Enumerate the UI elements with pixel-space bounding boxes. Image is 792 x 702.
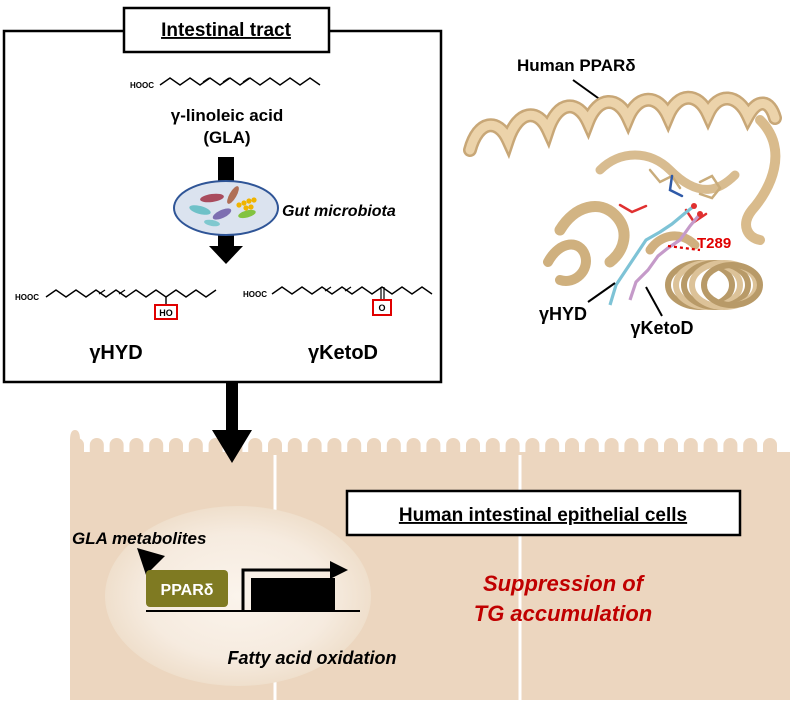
microvillus bbox=[644, 438, 659, 464]
receptor-label: PPARδ bbox=[161, 582, 214, 599]
gla-metabolites-label: GLA metabolites bbox=[72, 529, 206, 548]
microvillus bbox=[624, 438, 639, 464]
top-helix bbox=[463, 90, 782, 160]
microvillus bbox=[485, 438, 500, 464]
ketod-functional-group: O bbox=[378, 303, 385, 313]
microvillus bbox=[763, 438, 777, 464]
microvillus bbox=[743, 438, 758, 464]
microvillus bbox=[129, 438, 144, 464]
microvillus bbox=[565, 438, 579, 464]
ppar-delta-structure: Human PPARδ bbox=[463, 56, 782, 338]
microvilli bbox=[70, 438, 777, 464]
ppar-delta-receptor bbox=[146, 570, 228, 607]
gut-microbiota-cell bbox=[173, 180, 279, 236]
microvillus bbox=[248, 438, 263, 464]
protein-label: Human PPARδ bbox=[517, 56, 636, 75]
hyd-chain bbox=[45, 289, 217, 298]
microvillus bbox=[327, 438, 342, 464]
metabolite-arrowhead bbox=[137, 548, 165, 575]
ketod-acid-group: HOOC bbox=[243, 290, 267, 299]
hyd-ligand-label: γHYD bbox=[539, 304, 587, 324]
residue-label: T289 bbox=[697, 235, 731, 252]
bacteria-icons bbox=[189, 186, 257, 227]
target-gene-block bbox=[251, 578, 335, 611]
microvillus bbox=[89, 438, 104, 464]
microvillus bbox=[604, 438, 619, 464]
front-helix bbox=[665, 260, 763, 310]
transcription-arrowhead bbox=[330, 561, 348, 579]
process-label: Fatty acid oxidation bbox=[227, 648, 396, 668]
intestinal-tract-panel: Intestinal tract HOOC γ-linoleic acid (G… bbox=[2, 6, 443, 384]
gla-chain bbox=[159, 77, 321, 86]
microvillus bbox=[208, 438, 223, 464]
microvillus bbox=[347, 438, 362, 464]
microvillus bbox=[446, 438, 461, 464]
microvillus bbox=[545, 438, 560, 464]
outcome-line-1: Suppression of bbox=[483, 571, 646, 596]
ketod-keto-highlight bbox=[372, 299, 392, 316]
epithelium-title: Human intestinal epithelial cells bbox=[399, 505, 687, 526]
microvillus bbox=[683, 438, 698, 464]
gla-acid-group: HOOC bbox=[130, 81, 154, 90]
ketod-chain bbox=[271, 286, 433, 295]
hydrogen-bond bbox=[667, 244, 701, 252]
hyd-hydroxyl-highlight bbox=[154, 304, 178, 320]
flow-down-arrow bbox=[212, 354, 252, 463]
microvillus bbox=[287, 438, 302, 464]
conversion-arrowhead bbox=[209, 246, 243, 264]
microvillus bbox=[109, 438, 124, 464]
microvillus bbox=[386, 438, 401, 464]
gut-microbiota-label: Gut microbiota bbox=[282, 203, 396, 220]
microvillus bbox=[307, 438, 322, 464]
epithelium-panel: Human intestinal epithelial cells GLA me… bbox=[70, 430, 790, 700]
microvillus bbox=[149, 438, 164, 464]
ketod-ligand-pointer bbox=[645, 286, 663, 317]
intestinal-tract-title-box bbox=[122, 6, 331, 54]
hyd-ligand bbox=[608, 204, 695, 306]
microvillus bbox=[723, 438, 738, 464]
transcription-arrow bbox=[241, 568, 332, 611]
intestinal-tract-title: Intestinal tract bbox=[161, 20, 292, 41]
ketod-ligand-label: γKetoD bbox=[630, 318, 693, 338]
microvillus bbox=[664, 438, 678, 464]
nucleus-region bbox=[105, 506, 371, 686]
gla-name: γ-linoleic acid bbox=[171, 106, 283, 125]
microvillus bbox=[525, 438, 540, 464]
microvillus bbox=[367, 438, 381, 464]
residue-sticks bbox=[618, 168, 722, 224]
microvillus bbox=[268, 438, 282, 464]
hyd-ligand-pointer bbox=[587, 282, 616, 303]
microvillus bbox=[70, 438, 84, 464]
microvillus bbox=[505, 438, 520, 464]
hyd-name: γHYD bbox=[89, 342, 142, 364]
ketod-name: γKetoD bbox=[308, 342, 378, 364]
microvillus bbox=[703, 438, 718, 464]
gla-abbr: (GLA) bbox=[203, 128, 250, 147]
hyd-acid-group: HOOC bbox=[15, 293, 39, 302]
microvillus bbox=[406, 438, 421, 464]
microvillus bbox=[466, 438, 480, 464]
ketod-ligand bbox=[628, 212, 702, 301]
hyd-functional-group: HO bbox=[159, 308, 173, 318]
microvillus bbox=[426, 438, 441, 464]
microvillus bbox=[169, 438, 183, 464]
outcome-line-2: TG accumulation bbox=[474, 601, 652, 626]
microvillus bbox=[188, 438, 203, 464]
microvillus bbox=[584, 438, 599, 464]
epithelium-title-box bbox=[345, 489, 742, 537]
